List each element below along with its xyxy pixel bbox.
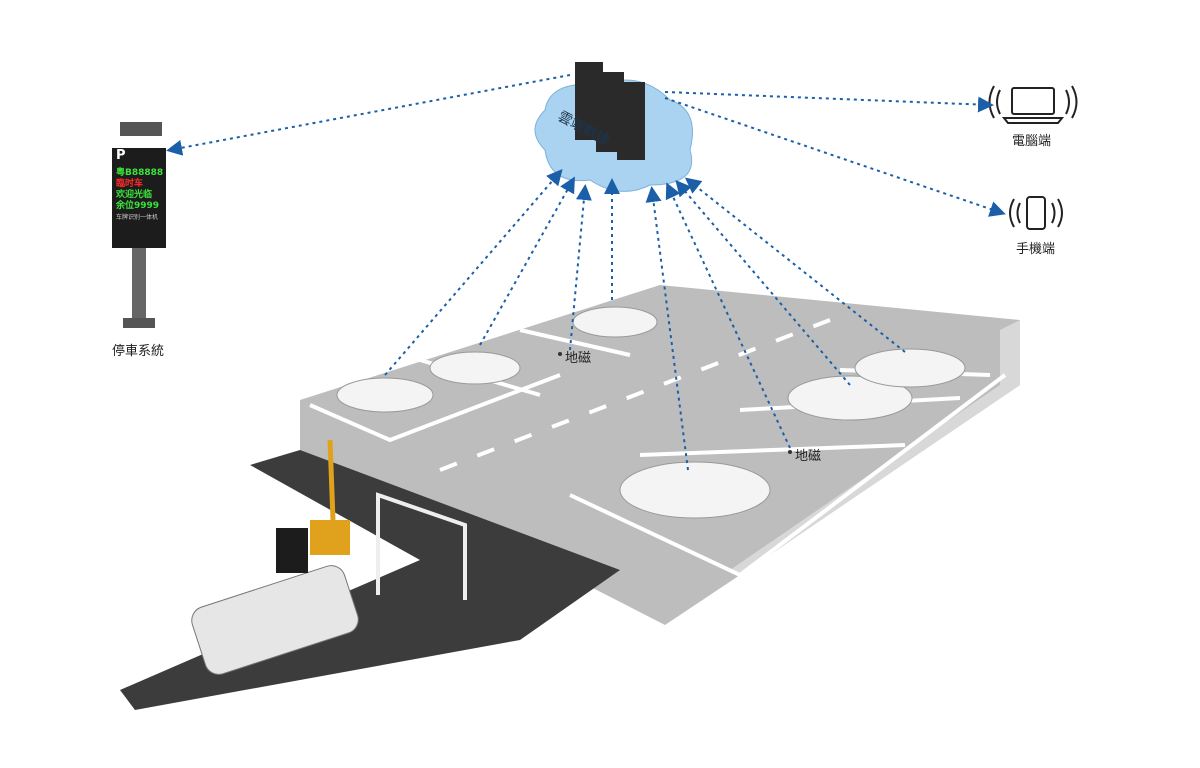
data-links — [166, 74, 1006, 471]
sensor-label: 地磁 — [565, 351, 592, 366]
terminal-post — [132, 248, 146, 320]
phone-icon — [1009, 196, 1063, 230]
laptop-icon — [988, 85, 1078, 124]
parking-logo: P — [116, 148, 126, 163]
van — [191, 565, 359, 675]
parking-bays — [309, 328, 1007, 578]
sign-footer: 车牌识别一体机 — [116, 214, 159, 221]
server-racks — [575, 62, 645, 160]
barrier-arm — [327, 439, 336, 521]
parking-terminal-display: P 粤B88888 臨时车 欢迎光临 余位9999 车牌识别一体机 — [112, 148, 166, 248]
pc-label: 電腦端 — [1012, 134, 1052, 149]
parking-system-label: 停車系統 — [112, 344, 165, 359]
sign-line-2: 臨时车 — [116, 179, 144, 189]
lane-line — [439, 318, 831, 472]
sign-line-3: 欢迎光临 — [116, 190, 153, 200]
gantry — [376, 492, 467, 600]
terminal-base — [123, 318, 155, 328]
sign-line-1: 粤B88888 — [116, 168, 164, 178]
entrance-sign — [276, 528, 308, 573]
camera — [120, 122, 162, 136]
parked-cars — [336, 306, 966, 519]
barrier-gate — [310, 520, 350, 555]
mobile-label: 手機端 — [1016, 242, 1056, 257]
sensor-label: 地磁 — [795, 449, 822, 464]
sensor-dot — [558, 352, 562, 356]
sensor-dot — [788, 450, 792, 454]
sign-line-4: 余位9999 — [116, 201, 160, 211]
